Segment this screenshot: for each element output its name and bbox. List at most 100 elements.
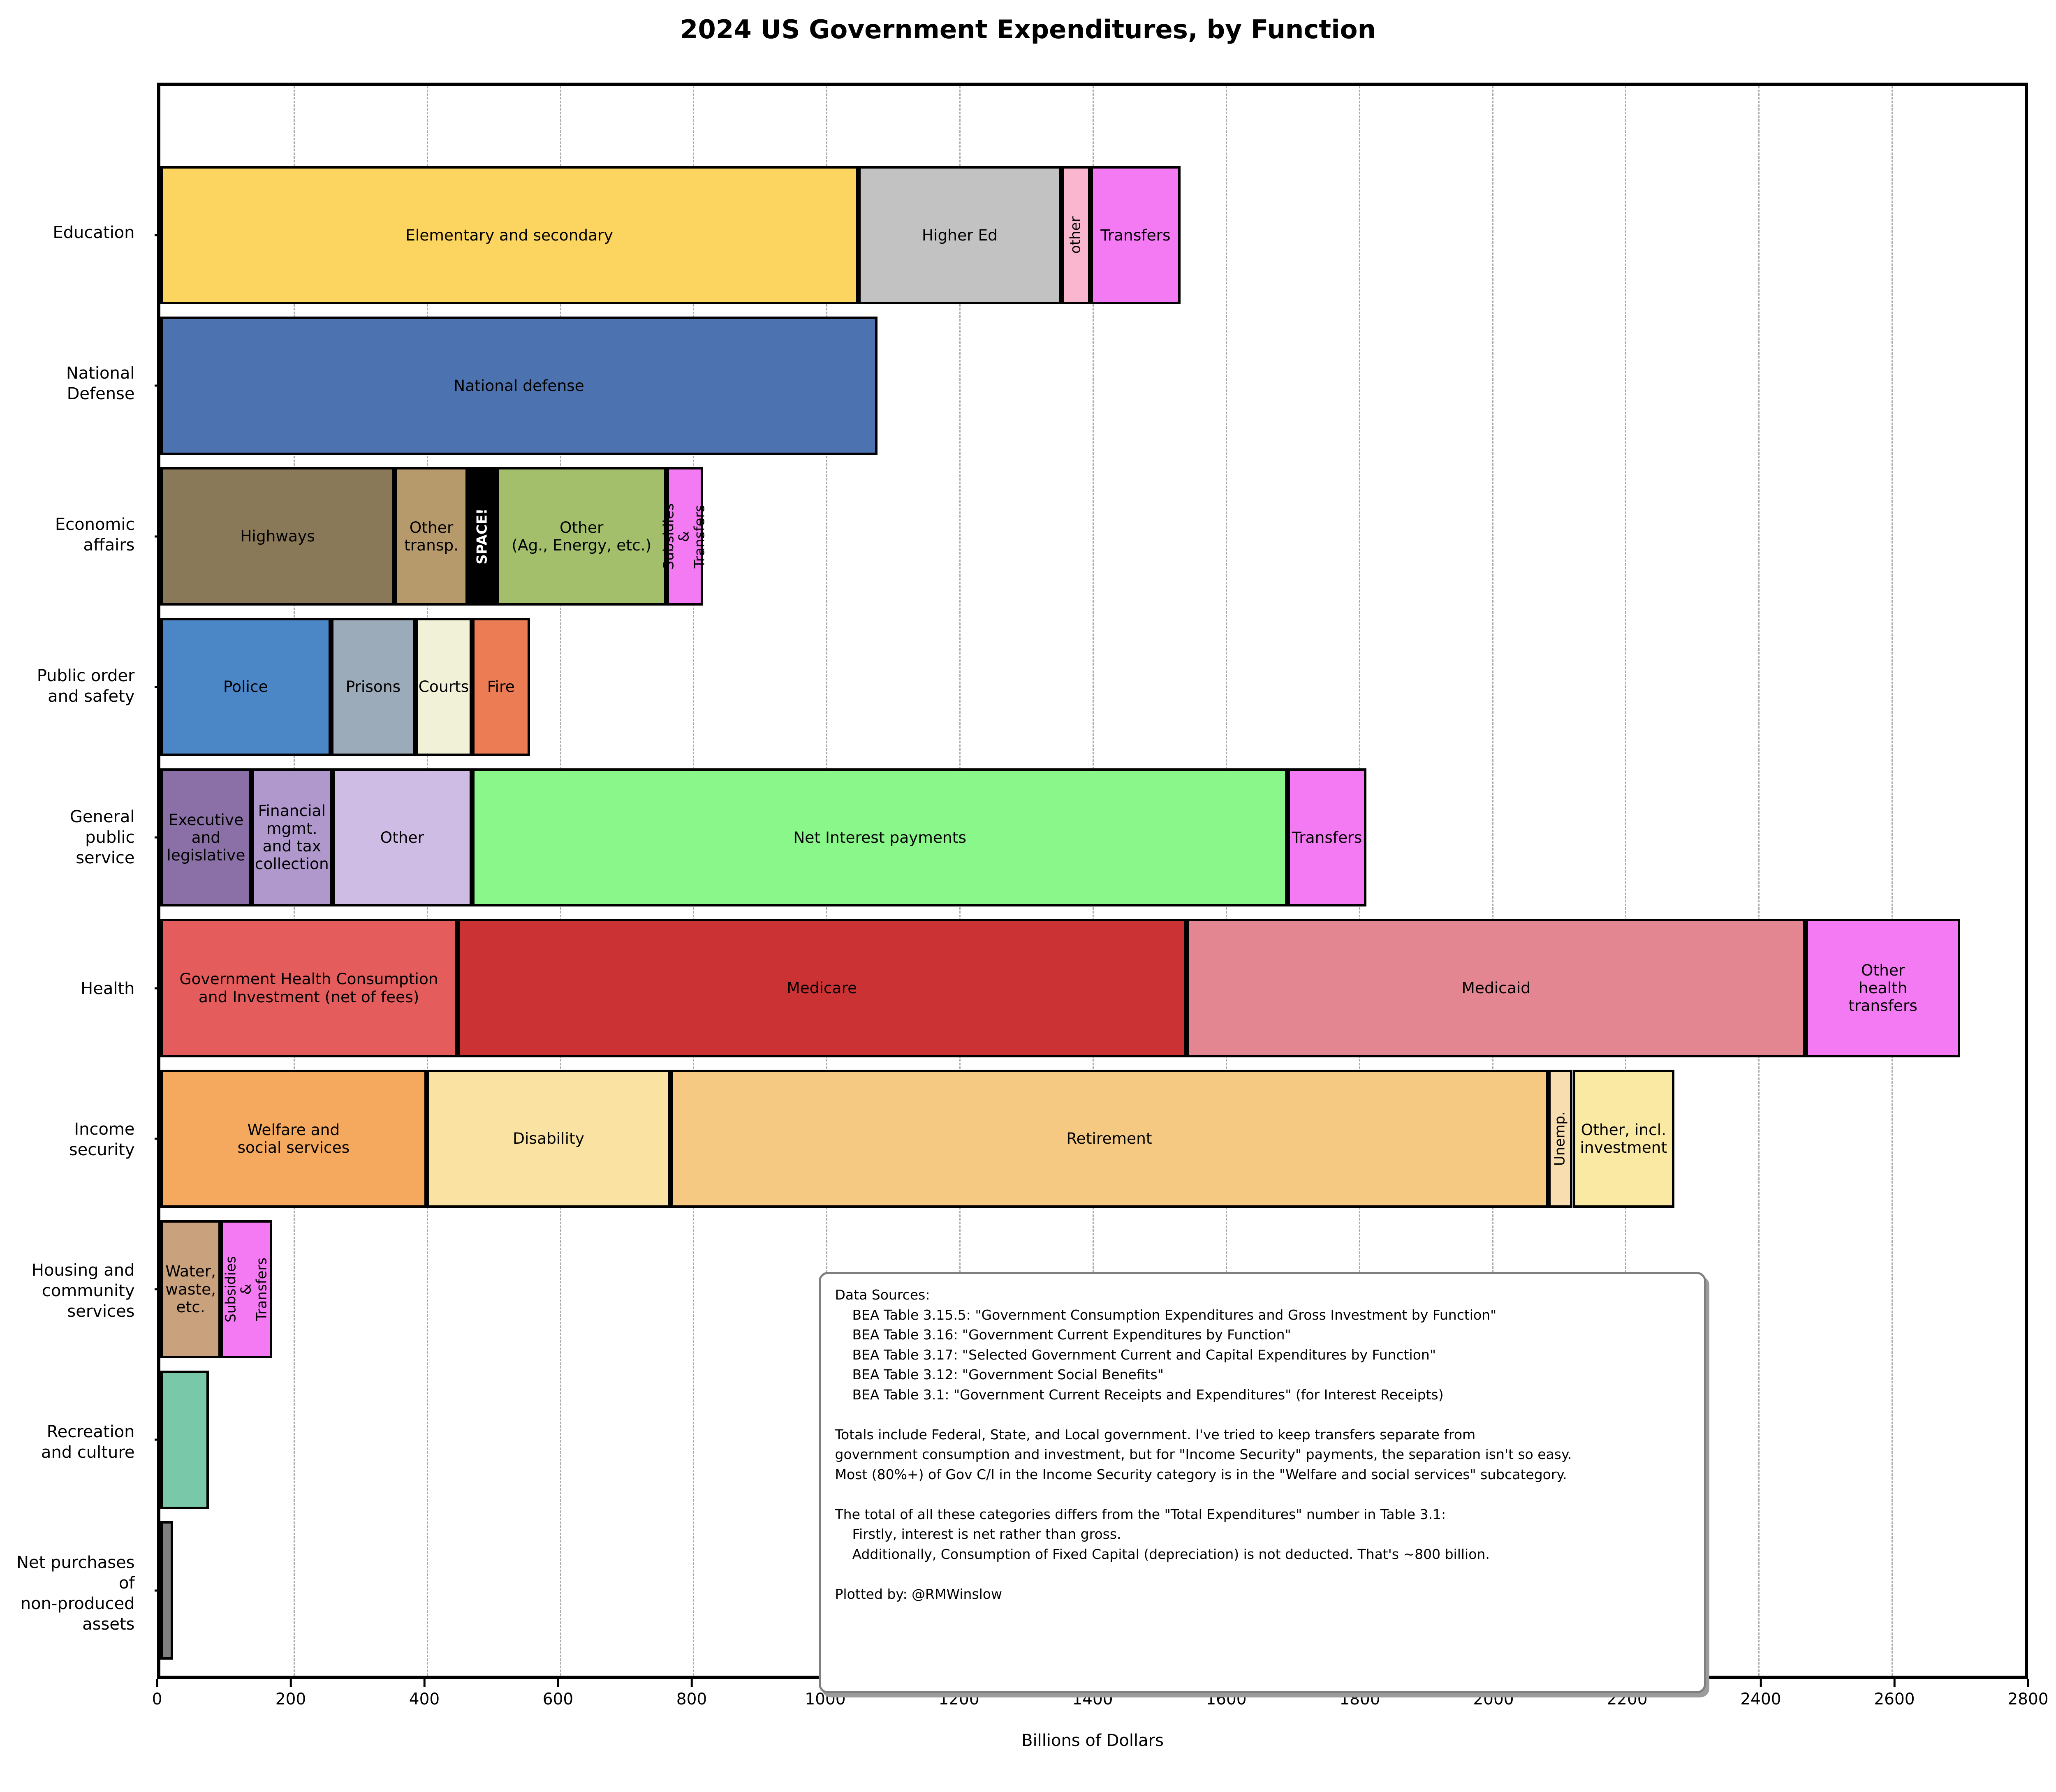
bar-segment-label: Unemp. <box>1551 1111 1568 1166</box>
bar-segment: Highways <box>160 467 395 606</box>
bar-segment: Subsidies & Transfers <box>221 1220 273 1359</box>
gridline <box>1492 86 1493 1676</box>
bar-segment: SPACE! <box>468 467 497 606</box>
bar-segment: Retirement <box>670 1069 1548 1208</box>
bar-segment-label: Fire <box>487 677 515 696</box>
bar-segment-label: Other health transfers <box>1848 961 1917 1015</box>
bar-segment <box>160 1371 209 1509</box>
bar-segment-label: Elementary and secondary <box>405 226 613 244</box>
x-tick-mark <box>289 1679 292 1687</box>
x-tick-label: 600 <box>542 1690 574 1709</box>
bar-segment-label: Transfers <box>1100 226 1171 244</box>
x-axis-label: Billions of Dollars <box>1021 1731 1164 1750</box>
bar-segment-label: Net Interest payments <box>793 828 966 846</box>
x-tick-label: 800 <box>676 1690 707 1709</box>
x-tick-mark <box>557 1679 559 1687</box>
x-tick-label: 2800 <box>2007 1690 2049 1709</box>
bar-segment-label: Transfers <box>1292 828 1362 846</box>
bar-segment-label: SPACE! <box>474 508 491 564</box>
y-tick-mark <box>155 384 160 387</box>
bar-segment-label: Medicaid <box>1461 978 1530 997</box>
bar-segment: Other <box>332 768 472 907</box>
bar-segment-label: Courts <box>418 677 469 696</box>
y-tick-mark <box>155 686 160 688</box>
bar-segment-label: Subsidies & Transfers <box>222 1256 270 1323</box>
bar-segment-label: Police <box>223 677 268 696</box>
bar-segment-label: Higher Ed <box>921 226 998 244</box>
gridline <box>1625 86 1627 1676</box>
chart-title: 2024 US Government Expenditures, by Func… <box>680 14 1376 44</box>
bar-row: Government Health Consumption and Invest… <box>160 919 2025 1057</box>
bar-segment-label: Disability <box>513 1129 584 1148</box>
y-tick-mark <box>155 234 160 236</box>
bar-segment: other <box>1061 166 1091 305</box>
bar-segment: Fire <box>472 617 530 756</box>
bar-segment: Medicare <box>457 919 1187 1057</box>
bar-segment: Financial mgmt. and tax collection <box>251 768 332 907</box>
x-tick-mark <box>423 1679 426 1687</box>
bar-segment: Welfare and social services <box>160 1069 427 1208</box>
bar-segment-label: Executive and legislative <box>167 810 245 864</box>
bar-segment: Other transp. <box>394 467 468 606</box>
bar-segment-label: other <box>1067 216 1084 254</box>
bar-segment-label: Highways <box>240 527 315 546</box>
bar-segment-label: Medicare <box>787 978 857 997</box>
y-tick-mark <box>155 1288 160 1290</box>
y-tick-mark <box>155 836 160 839</box>
bar-segment: Police <box>160 617 331 756</box>
bar-segment-label: Other transp. <box>404 518 459 554</box>
x-tick-mark <box>1893 1679 1896 1687</box>
bar-row: National defense <box>160 317 2025 455</box>
y-axis-category-label: General public service <box>69 807 135 867</box>
bar-segment: Courts <box>415 617 472 756</box>
y-tick-mark <box>155 535 160 538</box>
bar-segment-label: Other (Ag., Energy, etc.) <box>512 518 652 554</box>
y-axis-category-label: Economic affairs <box>55 515 135 555</box>
bar-segment <box>160 1521 173 1660</box>
x-tick-label: 0 <box>152 1690 162 1709</box>
y-axis-category-label: Recreation and culture <box>41 1422 135 1462</box>
bar-segment-label: Financial mgmt. and tax collection <box>255 801 329 873</box>
y-tick-mark <box>155 987 160 989</box>
bar-row <box>160 1521 2025 1660</box>
gridline <box>1892 86 1893 1676</box>
bar-segment: Medicaid <box>1186 919 1806 1057</box>
bar-segment: Executive and legislative <box>160 768 252 907</box>
x-tick-label: 2400 <box>1740 1690 1781 1709</box>
y-axis-category-label: Housing and community services <box>31 1261 135 1321</box>
bar-row: Water, waste, etc.Subsidies & Transfers <box>160 1220 2025 1359</box>
bar-segment: Disability <box>426 1069 671 1208</box>
bar-segment-label: Welfare and social services <box>237 1120 350 1156</box>
y-tick-mark <box>155 1589 160 1592</box>
bar-segment: Transfers <box>1287 768 1366 907</box>
bar-segment: National defense <box>160 317 878 455</box>
bar-row: Elementary and secondary Higher Ed other Tr… <box>160 166 2025 305</box>
bar-segment-label: Government Health Consumption and Invest… <box>179 970 438 1006</box>
bar-segment: Subsidies & Transfers <box>661 467 708 606</box>
bar-segment-label: Subsidies & Transfers <box>661 503 708 570</box>
bar-segment: Net Interest payments <box>472 768 1288 907</box>
y-tick-mark <box>155 1138 160 1140</box>
x-tick-mark <box>156 1679 158 1687</box>
bar-row: Highways Other transp. SPACE! Other (Ag., E… <box>160 467 2025 606</box>
y-axis-category-label: Education <box>53 223 135 242</box>
bar-segment: Higher Ed <box>858 166 1061 305</box>
y-axis-category-label: Health <box>81 979 135 998</box>
bar-segment: Other (Ag., Energy, etc.) <box>496 467 667 606</box>
y-axis-category-label: Net purchases of non-produced assets <box>16 1553 135 1634</box>
bar-segment: Elementary and secondary <box>160 166 858 305</box>
bar-segment: Other health transfers <box>1806 919 1960 1057</box>
bar-segment-label: Water, waste, etc. <box>165 1262 216 1316</box>
x-tick-label: 200 <box>275 1690 306 1709</box>
bar-row <box>160 1371 2025 1509</box>
bar-segment: Government Health Consumption and Invest… <box>160 919 458 1057</box>
annotation-box: Data Sources: BEA Table 3.15.5: "Governm… <box>818 1272 1706 1693</box>
bar-segment-label: National defense <box>454 376 584 395</box>
bar-segment: Prisons <box>331 617 416 756</box>
bar-segment: Transfers <box>1091 166 1181 305</box>
bar-row: Welfare and social services Disability Ret… <box>160 1069 2025 1208</box>
bar-segment-label: Other, incl. investment <box>1580 1120 1667 1156</box>
